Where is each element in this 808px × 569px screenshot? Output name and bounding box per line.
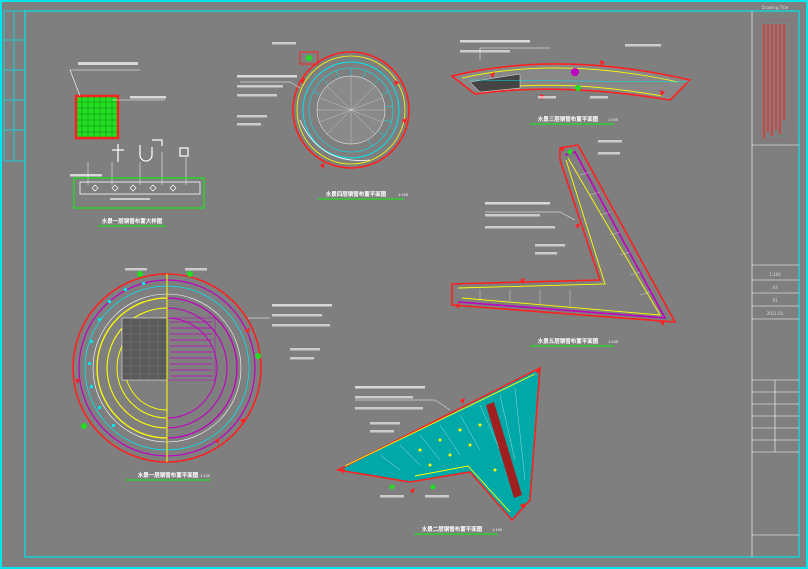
title-block-number: 01 <box>772 298 778 303</box>
arc-plan-scale: 1:100 <box>608 118 618 122</box>
v-plan-caption: 水景五层钢管布置平面图 <box>538 337 599 345</box>
title-block-stamp <box>759 19 793 141</box>
title-block-size: A3 <box>772 285 778 290</box>
wedge-plan-caption: 水景二层钢管布置平面图 <box>422 525 483 533</box>
inner-frame <box>24 10 800 558</box>
arc-plan-caption: 水景三层钢管布置平面图 <box>538 115 599 123</box>
title-block-header: Drawing Title <box>762 5 789 10</box>
left-binding-strip <box>3 10 26 162</box>
detail-drawing: 水景一层钢管布置大样图 <box>69 62 205 227</box>
round-plan-caption: 水景四层钢管布置平面图 <box>326 190 387 198</box>
title-block-date: 2011.01 <box>767 311 784 316</box>
v-plan: 水景五层钢管布置平面图 1:100 <box>451 140 677 347</box>
wedge-plan: 水景二层钢管布置平面图 1:100 <box>335 366 541 535</box>
detail-caption: 水景一层钢管布置大样图 <box>102 217 163 225</box>
wedge-plan-scale: 1:100 <box>492 528 502 532</box>
round-plan: 水景四层钢管布置平面图 1:100 <box>237 42 410 200</box>
big-round-plan: 水景一层钢管布置平面图 1:100 <box>72 268 332 481</box>
big-round-plan-caption: 水景一层钢管布置平面图 <box>138 471 199 479</box>
v-plan-scale: 1:100 <box>608 340 618 344</box>
title-block-scale: 1:100 <box>769 272 781 277</box>
round-plan-scale: 1:100 <box>398 193 408 197</box>
title-block <box>751 11 799 557</box>
arc-plan: 水景三层钢管布置平面图 1:100 <box>450 40 692 125</box>
big-round-plan-scale: 1:100 <box>200 474 210 478</box>
